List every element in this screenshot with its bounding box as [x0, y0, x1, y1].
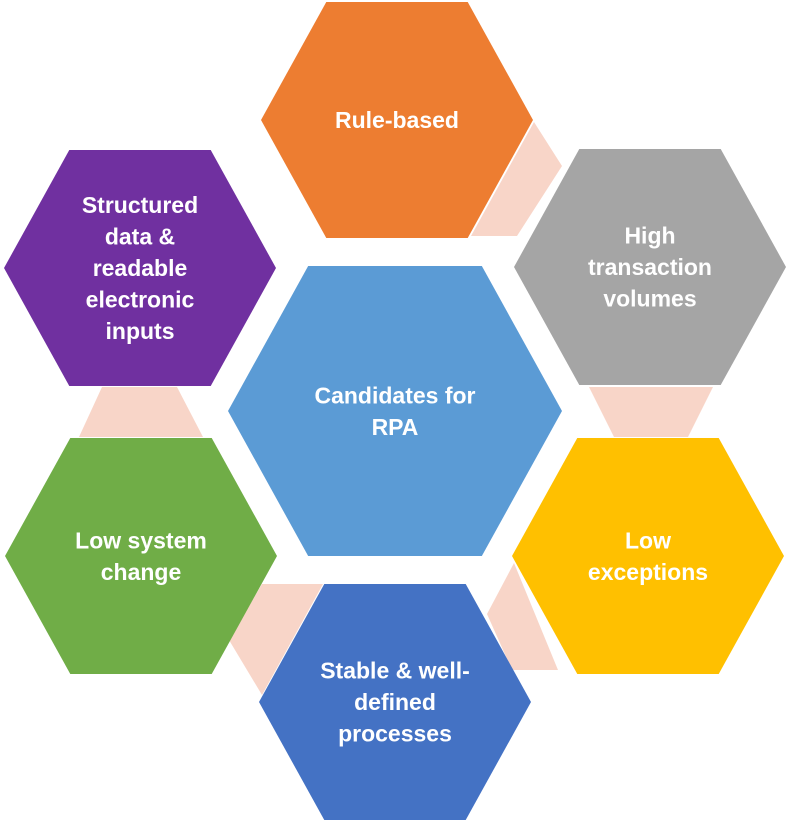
- structured-data-inputs-label-line: inputs: [106, 318, 175, 344]
- connector-3: [487, 563, 558, 670]
- low-exceptions-hexagon: Low exceptions: [512, 438, 784, 674]
- connector-4: [229, 584, 323, 695]
- low-system-change-hexagon: Low system change: [5, 438, 277, 674]
- stable-well-defined-processes-hexagon: Stable & well-defined processes: [259, 584, 531, 820]
- stable-well-defined-processes-shape: [259, 584, 531, 820]
- low-exceptions-label-line: exceptions: [588, 559, 708, 585]
- structured-data-inputs-label-line: electronic: [86, 287, 195, 313]
- structured-data-inputs-label-line: data &: [105, 224, 175, 250]
- connector-1: [471, 122, 562, 236]
- low-system-change-label-line: change: [101, 559, 182, 585]
- low-exceptions-label: Low exceptions: [588, 527, 708, 585]
- stable-well-defined-processes-label-line: Stable & well-: [320, 658, 470, 684]
- center-candidates-for-rpa-label-line: RPA: [372, 414, 419, 440]
- center-candidates-for-rpa-label-line: Candidates for: [314, 382, 475, 408]
- rule-based-shape: [261, 2, 533, 238]
- center-candidates-for-rpa-shape: [228, 266, 562, 556]
- low-system-change-label: Low system change: [75, 527, 207, 585]
- high-transaction-volumes-label-line: volumes: [603, 286, 696, 312]
- rule-based-label-line: Rule-based: [335, 107, 459, 133]
- low-system-change-shape: [5, 438, 277, 674]
- high-transaction-volumes-label-line: transaction: [588, 254, 712, 280]
- low-exceptions-label-line: Low: [625, 527, 671, 553]
- structured-data-inputs-label-line: Structured: [82, 192, 198, 218]
- low-system-change-label-line: Low system: [75, 527, 207, 553]
- stable-well-defined-processes-label: Stable & well-defined processes: [320, 658, 470, 747]
- structured-data-inputs-shape: [4, 150, 276, 386]
- stable-well-defined-processes-label-line: processes: [338, 721, 452, 747]
- structured-data-inputs-label-line: readable: [93, 255, 188, 281]
- connector-2: [589, 387, 713, 437]
- rule-based-hexagon: Rule-based: [261, 2, 533, 238]
- high-transaction-volumes-label-line: High: [624, 223, 675, 249]
- high-transaction-volumes-shape: [514, 149, 786, 385]
- structured-data-inputs-label: Structured data & readable electronic inputs: [82, 192, 198, 344]
- rule-based-label: Rule-based: [335, 107, 459, 133]
- low-exceptions-shape: [512, 438, 784, 674]
- structured-data-inputs-hexagon: Structured data & readable electronic inputs: [4, 150, 276, 386]
- stable-well-defined-processes-label-line: defined: [354, 689, 436, 715]
- connector-5: [79, 387, 203, 437]
- high-transaction-volumes-hexagon: High transaction volumes: [514, 149, 786, 385]
- high-transaction-volumes-label: High transaction volumes: [588, 223, 712, 312]
- connector-layer: [79, 122, 713, 695]
